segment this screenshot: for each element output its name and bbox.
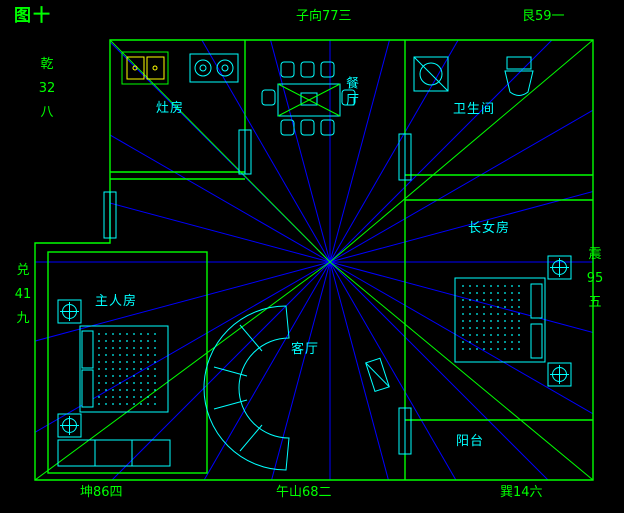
chair <box>320 61 335 78</box>
toilet <box>504 56 534 96</box>
chair <box>300 61 315 78</box>
room-label-living: 客厅 <box>291 342 320 357</box>
mattress-dots <box>462 285 520 350</box>
nightstand <box>547 255 572 280</box>
chair <box>280 61 295 78</box>
trigram-qian: 乾 <box>40 57 54 72</box>
table-centerpiece <box>300 92 318 106</box>
chair <box>341 89 356 106</box>
trigram-dui: 兑 <box>16 263 30 278</box>
compass-bottom-center: 午山68二 <box>276 485 332 500</box>
daughter-bed <box>454 255 572 387</box>
walls <box>34 39 594 481</box>
compass-bottom-right: 巽14六 <box>500 485 543 500</box>
dining-table <box>277 83 341 117</box>
mattress-dots <box>98 333 156 405</box>
outer-wall <box>34 39 594 481</box>
trigram-dui-rank: 九 <box>16 311 30 326</box>
master-bed <box>57 299 171 467</box>
nightstand <box>547 362 572 387</box>
room-label-eldest-daughter: 长女房 <box>468 221 511 236</box>
trigram-qian-number: 32 <box>38 81 56 96</box>
kitchen-sink <box>121 51 169 85</box>
nightstand <box>57 413 82 438</box>
chair <box>320 119 335 136</box>
trigram-zhen-rank: 五 <box>588 295 602 310</box>
figure-title: 图十 <box>14 6 52 26</box>
pillow <box>530 283 543 319</box>
dining-set <box>261 61 356 136</box>
compass-top-right: 艮59一 <box>522 9 565 24</box>
dresser <box>57 439 171 467</box>
room-label-bathroom: 卫生间 <box>453 102 496 117</box>
compass-bottom-left: 坤86四 <box>80 485 123 500</box>
trigram-zhen: 震 <box>588 247 602 262</box>
tv-object <box>365 357 390 393</box>
pillow <box>81 369 94 408</box>
trigram-qian-rank: 八 <box>40 105 54 120</box>
compass-right: 震 95 五 <box>581 248 609 309</box>
pillow <box>530 323 543 359</box>
room-label-balcony: 阳台 <box>456 434 485 449</box>
chair <box>261 89 276 106</box>
sofa <box>203 305 290 471</box>
master-room-wall <box>47 251 208 474</box>
trigram-dui-number: 41 <box>14 287 32 302</box>
window-symbols <box>103 129 412 455</box>
compass-top-center: 子向77三 <box>296 9 352 24</box>
chair <box>300 119 315 136</box>
trigram-zhen-number: 95 <box>586 271 604 286</box>
room-label-dining: 餐厅 <box>343 76 358 110</box>
corner-diagonals <box>35 40 593 480</box>
bathroom-sink <box>413 56 449 92</box>
compass-left-upper: 乾 32 八 <box>34 58 60 119</box>
room-label-kitchen: 灶房 <box>156 101 185 116</box>
chair <box>280 119 295 136</box>
pillow <box>81 330 94 369</box>
room-label-master: 主人房 <box>95 294 138 309</box>
compass-left-lower: 兑 41 九 <box>10 264 36 325</box>
nightstand <box>57 299 82 324</box>
stove <box>189 53 239 83</box>
